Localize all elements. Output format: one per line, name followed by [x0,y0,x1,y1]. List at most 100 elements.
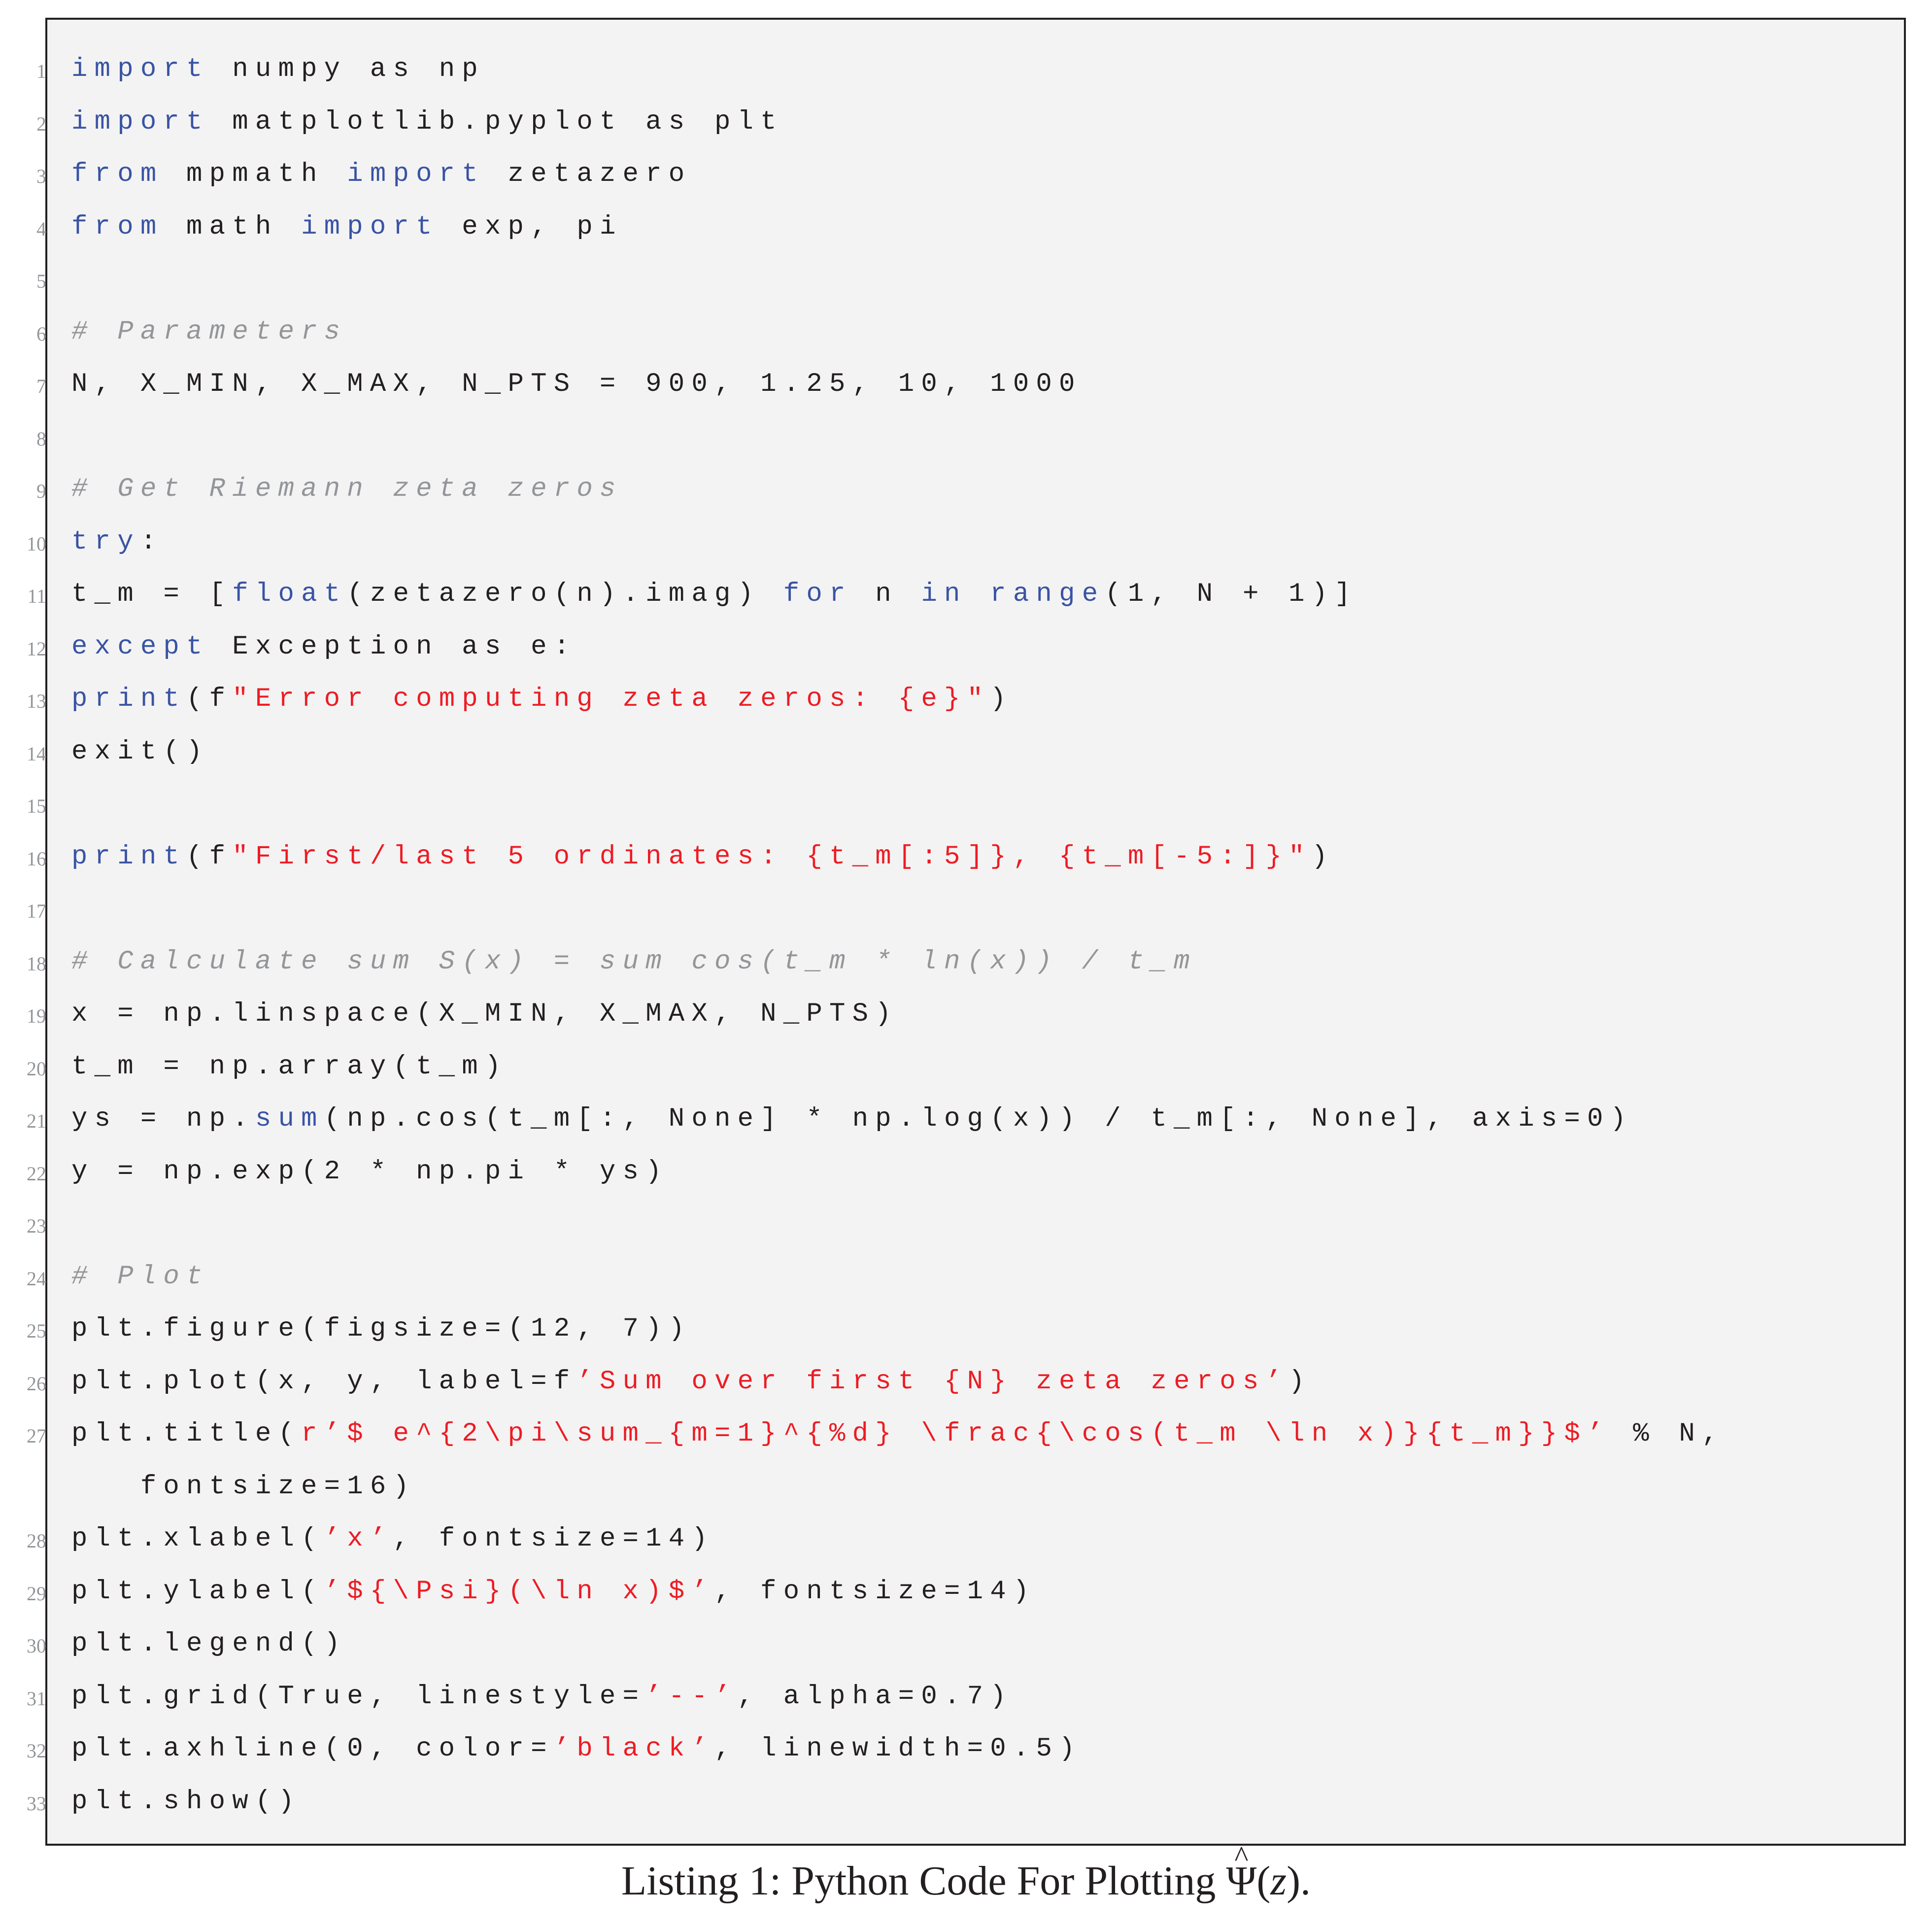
caption-close: ). [1287,1858,1311,1904]
code-token: (np.cos(t_m[:, None] * np.log(x)) / t_m[… [324,1104,1633,1134]
line-number: 8 [36,427,46,450]
code-text: print(f"First/last 5 ordinates: {t_m[:5]… [71,841,1334,872]
code-token: , fontsize=14) [714,1576,1036,1607]
comment-token: # Parameters [71,316,347,347]
code-text: plt.grid(True, linestyle=’--’, alpha=0.7… [71,1681,1013,1712]
caption-open-paren: ( [1256,1858,1271,1904]
line-number: 11 [27,585,46,607]
code-line: fontsize=16) [0,1454,1932,1506]
comment-token: # Calculate sum S(x) = sum cos(t_m * ln(… [71,946,1197,977]
code-line: 16 print(f"First/last 5 ordinates: {t_m[:… [0,824,1932,876]
code-token: ) [1288,1366,1312,1397]
code-token: plt.axhline(0, color= [71,1734,554,1764]
code-text: # Get Riemann zeta zeros [71,476,623,503]
code-line: 4 from math import exp, pi [0,194,1932,246]
code-text: from math import exp, pi [71,211,623,242]
line-number: 18 [27,952,46,975]
line-number: 16 [27,847,46,870]
keyword-token: try [71,526,140,557]
code-token: plt.plot(x, y, label=f [71,1366,577,1397]
code-token: ys = np. [71,1104,255,1134]
code-token: n [852,579,921,609]
code-token: : [140,526,164,557]
line-number: 29 [27,1582,46,1605]
code-text: plt.figure(figsize=(12, 7)) [71,1316,691,1342]
code-text: t_m = np.array(t_m) [71,1053,508,1080]
string-token: ’${\Psi}(\ln x)$’ [324,1576,714,1607]
code-line: 6 # Parameters [0,299,1932,351]
code-line: 15 [0,771,1932,824]
line-number: 10 [27,532,46,555]
code-text: # Calculate sum S(x) = sum cos(t_m * ln(… [71,946,1197,977]
code-text: except Exception as e: [71,633,576,660]
code-line: 9# Get Riemann zeta zeros [0,456,1932,509]
line-number: 5 [36,270,46,292]
line-number: 24 [27,1267,46,1290]
string-token: "Error computing zeta zeros: {e}" [232,684,990,714]
code-token: % N, [1610,1419,1725,1449]
code-token: mpmath [163,159,347,189]
code-token: (1, N + 1)] [1105,579,1357,609]
keyword-token: from [71,159,164,189]
code-token: plt.legend() [71,1629,347,1659]
line-number: 26 [27,1372,46,1395]
caption-text: Listing 1: Python Code For Plotting [621,1858,1226,1904]
code-token: plt.title( [71,1419,302,1449]
code-line: 27 plt.title(r’$ e^{2\pi\sum_{m=1}^{%d} \… [0,1401,1932,1453]
line-number: 6 [36,322,46,345]
code-text: # Parameters [71,316,347,347]
comment-token: # Plot [71,1261,209,1292]
code-line: 18 # Calculate sum S(x) = sum cos(t_m * l… [0,929,1932,981]
code-text: ys = np.sum(np.cos(t_m[:, None] * np.log… [71,1106,1633,1133]
line-number: 4 [36,217,46,240]
code-text: y = np.exp(2 * np.pi * ys) [71,1158,669,1185]
code-token: exp, pi [439,211,623,242]
code-line: 31 plt.grid(True, linestyle=’--’, alpha=0… [0,1664,1932,1716]
keyword-token: print [71,841,187,872]
code-token: , alpha=0.7) [737,1681,1013,1712]
line-number: 27 [27,1425,46,1447]
keyword-token: import [71,106,209,137]
code-line: 23 [0,1191,1932,1243]
keyword-token: range [990,579,1105,609]
line-number: 3 [36,165,46,187]
string-token: ’x’ [324,1524,393,1554]
line-number: 12 [27,637,46,660]
string-token: r’$ e^{2\pi\sum_{m=1}^{%d} \frac{\cos(t_… [301,1419,1610,1449]
line-number: 31 [27,1687,46,1710]
code-text: try: [71,526,164,557]
keyword-token: for [783,579,852,609]
code-text: plt.show() [71,1786,302,1817]
caption-variable: z [1270,1858,1287,1904]
line-number: 28 [27,1530,46,1552]
string-token: ’Sum over first {N} zeta zeros’ [576,1366,1289,1397]
line-number: 30 [27,1635,46,1657]
code-token: plt.show() [71,1786,302,1817]
code-token: ) [990,684,1013,714]
code-token: plt.grid(True, linestyle= [71,1681,646,1712]
code-token: fontsize=16) [71,1471,416,1502]
line-number: 13 [27,690,46,712]
line-number: 15 [27,795,46,817]
line-number: 23 [27,1215,46,1237]
string-token: ’black’ [553,1734,714,1764]
code-token: plt.ylabel( [71,1576,324,1607]
code-listing-frame [45,18,1906,1846]
code-token: plt.figure(figsize=(12, 7)) [71,1314,692,1344]
code-token: t_m = [ [71,579,233,609]
code-text: fontsize=16) [71,1471,416,1502]
keyword-token: float [232,579,347,609]
code-token: exit() [71,736,209,767]
code-text: exit() [71,736,209,767]
code-text: # Plot [71,1261,209,1292]
